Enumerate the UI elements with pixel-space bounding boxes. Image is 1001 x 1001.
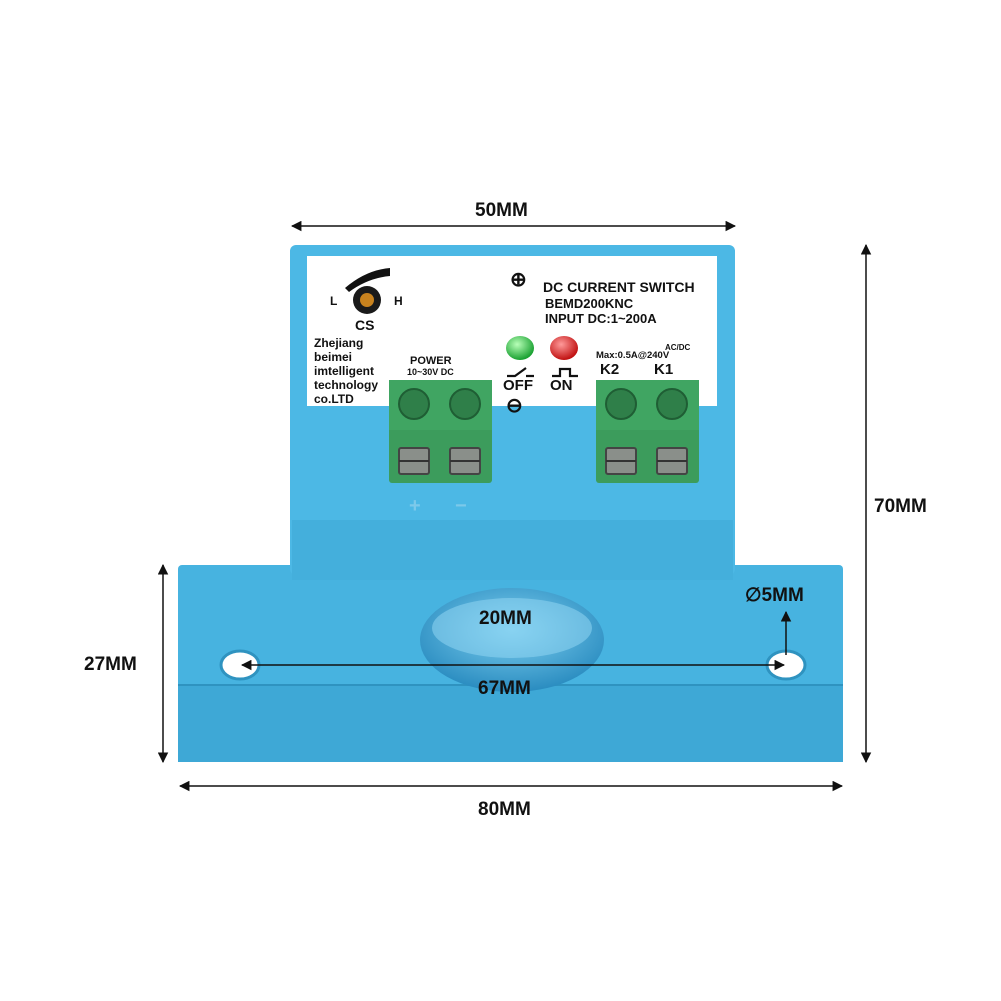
minus-symbol-icon: ⊖ bbox=[506, 395, 523, 417]
knob-high-label: H bbox=[394, 294, 403, 308]
dimension-annotations: 50MM 70MM 27MM 80MM 67MM 20MM ∅5MM bbox=[84, 200, 927, 820]
max-rating: Max:0.5A@240V bbox=[596, 350, 670, 361]
maker-line-2: beimei bbox=[314, 350, 352, 364]
off-label: OFF bbox=[503, 377, 533, 394]
dim-base-height: 27MM bbox=[84, 654, 137, 675]
dim-base-width: 80MM bbox=[478, 799, 531, 820]
switch-off-icon bbox=[507, 367, 534, 378]
relay-terminal-block bbox=[596, 380, 699, 483]
power-range: 10~30V DC bbox=[407, 367, 454, 377]
maker-line-5: co.LTD bbox=[314, 392, 354, 406]
knob-arc-icon bbox=[345, 268, 390, 292]
body-column bbox=[292, 520, 733, 580]
power-terminal-block bbox=[389, 380, 492, 483]
maker-line-4: technology bbox=[314, 378, 378, 392]
led-red bbox=[550, 336, 578, 360]
terminal-screw-icon[interactable] bbox=[605, 388, 637, 420]
dim-hole-diameter: ∅5MM bbox=[745, 585, 804, 606]
maker-line-3: imtelligent bbox=[314, 364, 374, 378]
minus-terminal-mark: − bbox=[455, 495, 467, 517]
on-label: ON bbox=[550, 377, 573, 394]
maker-line-1: Zhejiang bbox=[314, 336, 363, 350]
base-plate-front bbox=[178, 685, 843, 762]
terminal-screw-icon[interactable] bbox=[398, 388, 430, 420]
k2-label: K2 bbox=[600, 361, 619, 378]
power-title: POWER bbox=[410, 355, 452, 367]
dim-window-diameter: 20MM bbox=[479, 608, 532, 629]
product-title: DC CURRENT SWITCH bbox=[543, 279, 695, 295]
led-green bbox=[506, 336, 534, 360]
front-label: L H CS Zhejiang beimei imtelligent techn… bbox=[307, 256, 717, 417]
plus-symbol-icon: ⊕ bbox=[510, 269, 527, 291]
k1-label: K1 bbox=[654, 361, 673, 378]
acdc-label: AC/DC bbox=[665, 343, 691, 352]
dim-hole-spacing: 67MM bbox=[478, 678, 531, 699]
terminal-screw-icon[interactable] bbox=[449, 388, 481, 420]
switch-on-icon bbox=[552, 367, 578, 378]
knob-name-label: CS bbox=[355, 317, 374, 333]
plus-terminal-mark: + bbox=[409, 495, 421, 517]
model-number: BEMD200KNC bbox=[545, 296, 634, 311]
dim-total-height: 70MM bbox=[874, 496, 927, 517]
input-rating: INPUT DC:1~200A bbox=[545, 311, 657, 326]
dim-top-width: 50MM bbox=[475, 200, 528, 221]
knob-low-label: L bbox=[330, 294, 337, 308]
terminal-screw-icon[interactable] bbox=[656, 388, 688, 420]
